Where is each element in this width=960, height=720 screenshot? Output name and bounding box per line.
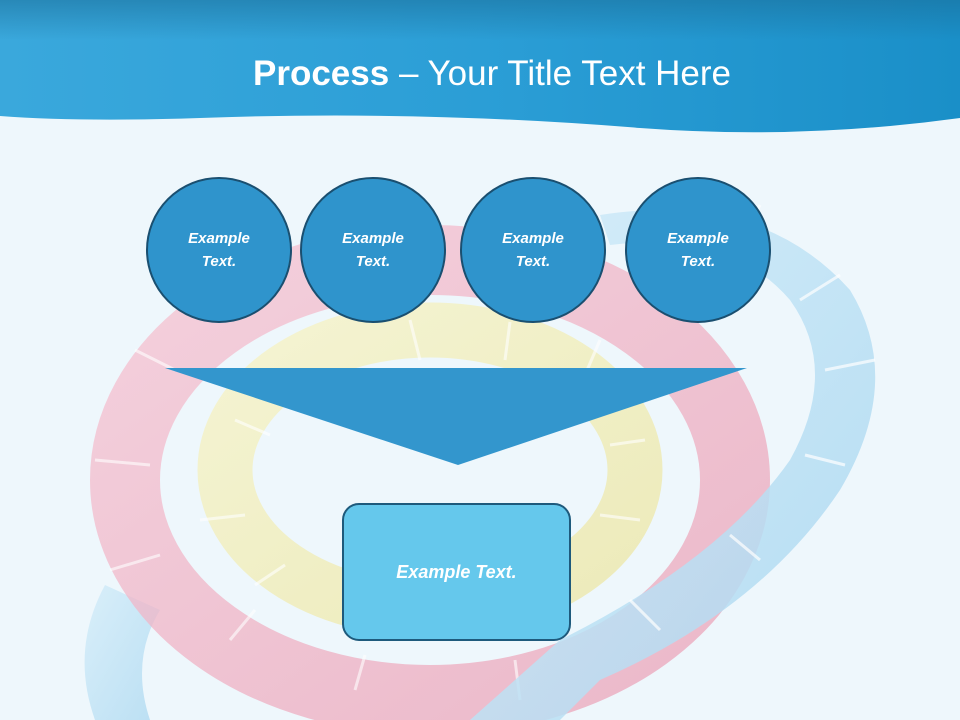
circle-label: Example Text. — [188, 230, 250, 270]
slide-title: Process – Your Title Text Here — [0, 50, 960, 98]
down-arrow-funnel — [165, 368, 747, 465]
title-rest: – Your Title Text Here — [389, 54, 731, 93]
process-circle-1[interactable]: Example Text. — [146, 177, 292, 323]
circle-label: Example Text. — [667, 230, 729, 270]
title-bold: Process — [253, 54, 390, 93]
result-box-label: Example Text. — [396, 561, 517, 582]
circle-label: Example Text. — [502, 230, 564, 270]
process-circle-4[interactable]: Example Text. — [625, 177, 771, 323]
process-circle-2[interactable]: Example Text. — [300, 177, 446, 323]
circle-label: Example Text. — [342, 230, 404, 270]
process-circle-3[interactable]: Example Text. — [460, 177, 606, 323]
result-box[interactable]: Example Text. — [342, 503, 571, 641]
header-band — [0, 0, 960, 133]
